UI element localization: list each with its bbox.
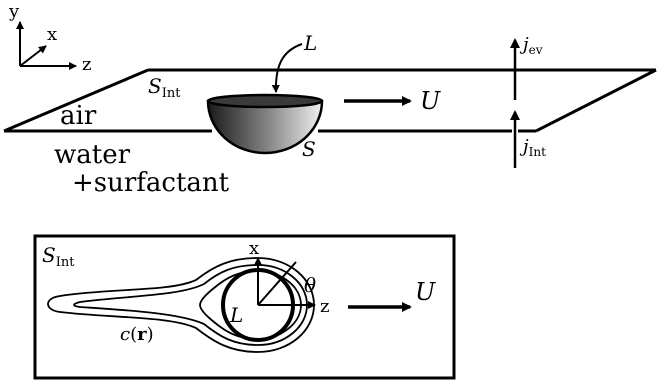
label-water: water: [54, 140, 131, 170]
axis-y-label: y: [8, 1, 20, 22]
local-z-label: z: [320, 296, 329, 317]
theta-ray: [257, 261, 297, 306]
contour-outer: [47, 257, 315, 353]
label-j-ev: jev: [519, 34, 543, 57]
particle-dome: [206, 93, 324, 155]
plane-left-edge: [3, 68, 149, 133]
dome-top-ellipse: [206, 93, 324, 109]
label-U-top: U: [420, 87, 441, 115]
local-x-label: x: [249, 238, 259, 259]
contour-middle: [73, 264, 308, 346]
axis-x-arrow: [19, 45, 47, 67]
dome-body: [206, 99, 324, 155]
axis-z-label: z: [82, 54, 91, 75]
plane-right-edge: [535, 68, 657, 133]
label-S-int-top: SInt: [148, 74, 181, 101]
label-S-int-bottom: SInt: [42, 243, 75, 270]
label-L-top: L: [303, 31, 317, 55]
top-view-frame: [33, 234, 456, 380]
label-U-bottom: U: [415, 278, 436, 306]
theta-label: θ: [304, 273, 316, 297]
label-c-r: c(r): [120, 324, 154, 345]
axis-triad: y x z: [8, 1, 91, 75]
label-j-int: jInt: [519, 136, 546, 159]
label-surfactant: +surfactant: [72, 168, 230, 198]
label-air: air: [60, 101, 97, 131]
axis-x-label: x: [47, 24, 57, 45]
interface-plane: [3, 68, 657, 133]
label-S-surface: S: [302, 137, 316, 161]
L-pointer-arrow: [271, 43, 303, 93]
label-L-bottom: L: [229, 303, 243, 327]
